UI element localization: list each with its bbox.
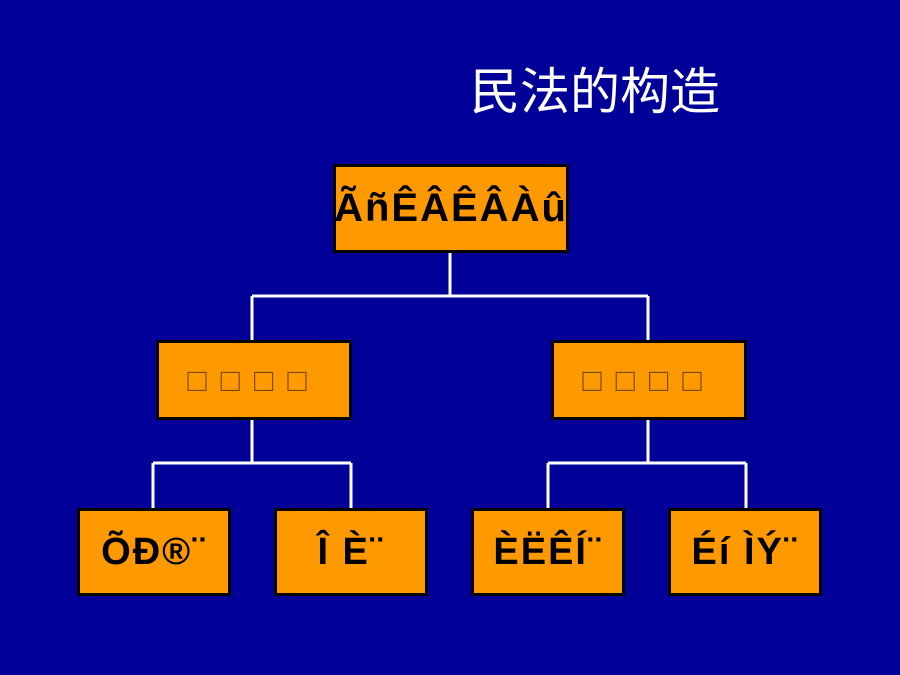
middle-node-right: □□□□ <box>551 340 747 420</box>
leaf-node-1-label: ÕÐ®¨ <box>101 530 207 573</box>
leaf-node-3: ÈËÊÍ¨ <box>471 508 625 596</box>
leaf-node-4-label: Éí ÌÝ¨ <box>691 530 799 573</box>
slide-title: 民法的构造 <box>470 63 720 121</box>
middle-node-left-label: □□□□ <box>187 361 321 398</box>
leaf-node-2-label: Î È¨ <box>317 530 385 573</box>
leaf-node-1: ÕÐ®¨ <box>77 508 231 596</box>
leaf-node-3-label: ÈËÊÍ¨ <box>493 530 603 573</box>
leaf-node-2: Î È¨ <box>274 508 428 596</box>
middle-node-right-label: □□□□ <box>582 361 716 398</box>
leaf-node-4: Éí ÌÝ¨ <box>668 508 822 596</box>
root-node-label: ÃñÊÂÊÂÀû <box>334 186 568 230</box>
root-node: ÃñÊÂÊÂÀû <box>333 164 569 253</box>
middle-node-left: □□□□ <box>156 340 352 420</box>
